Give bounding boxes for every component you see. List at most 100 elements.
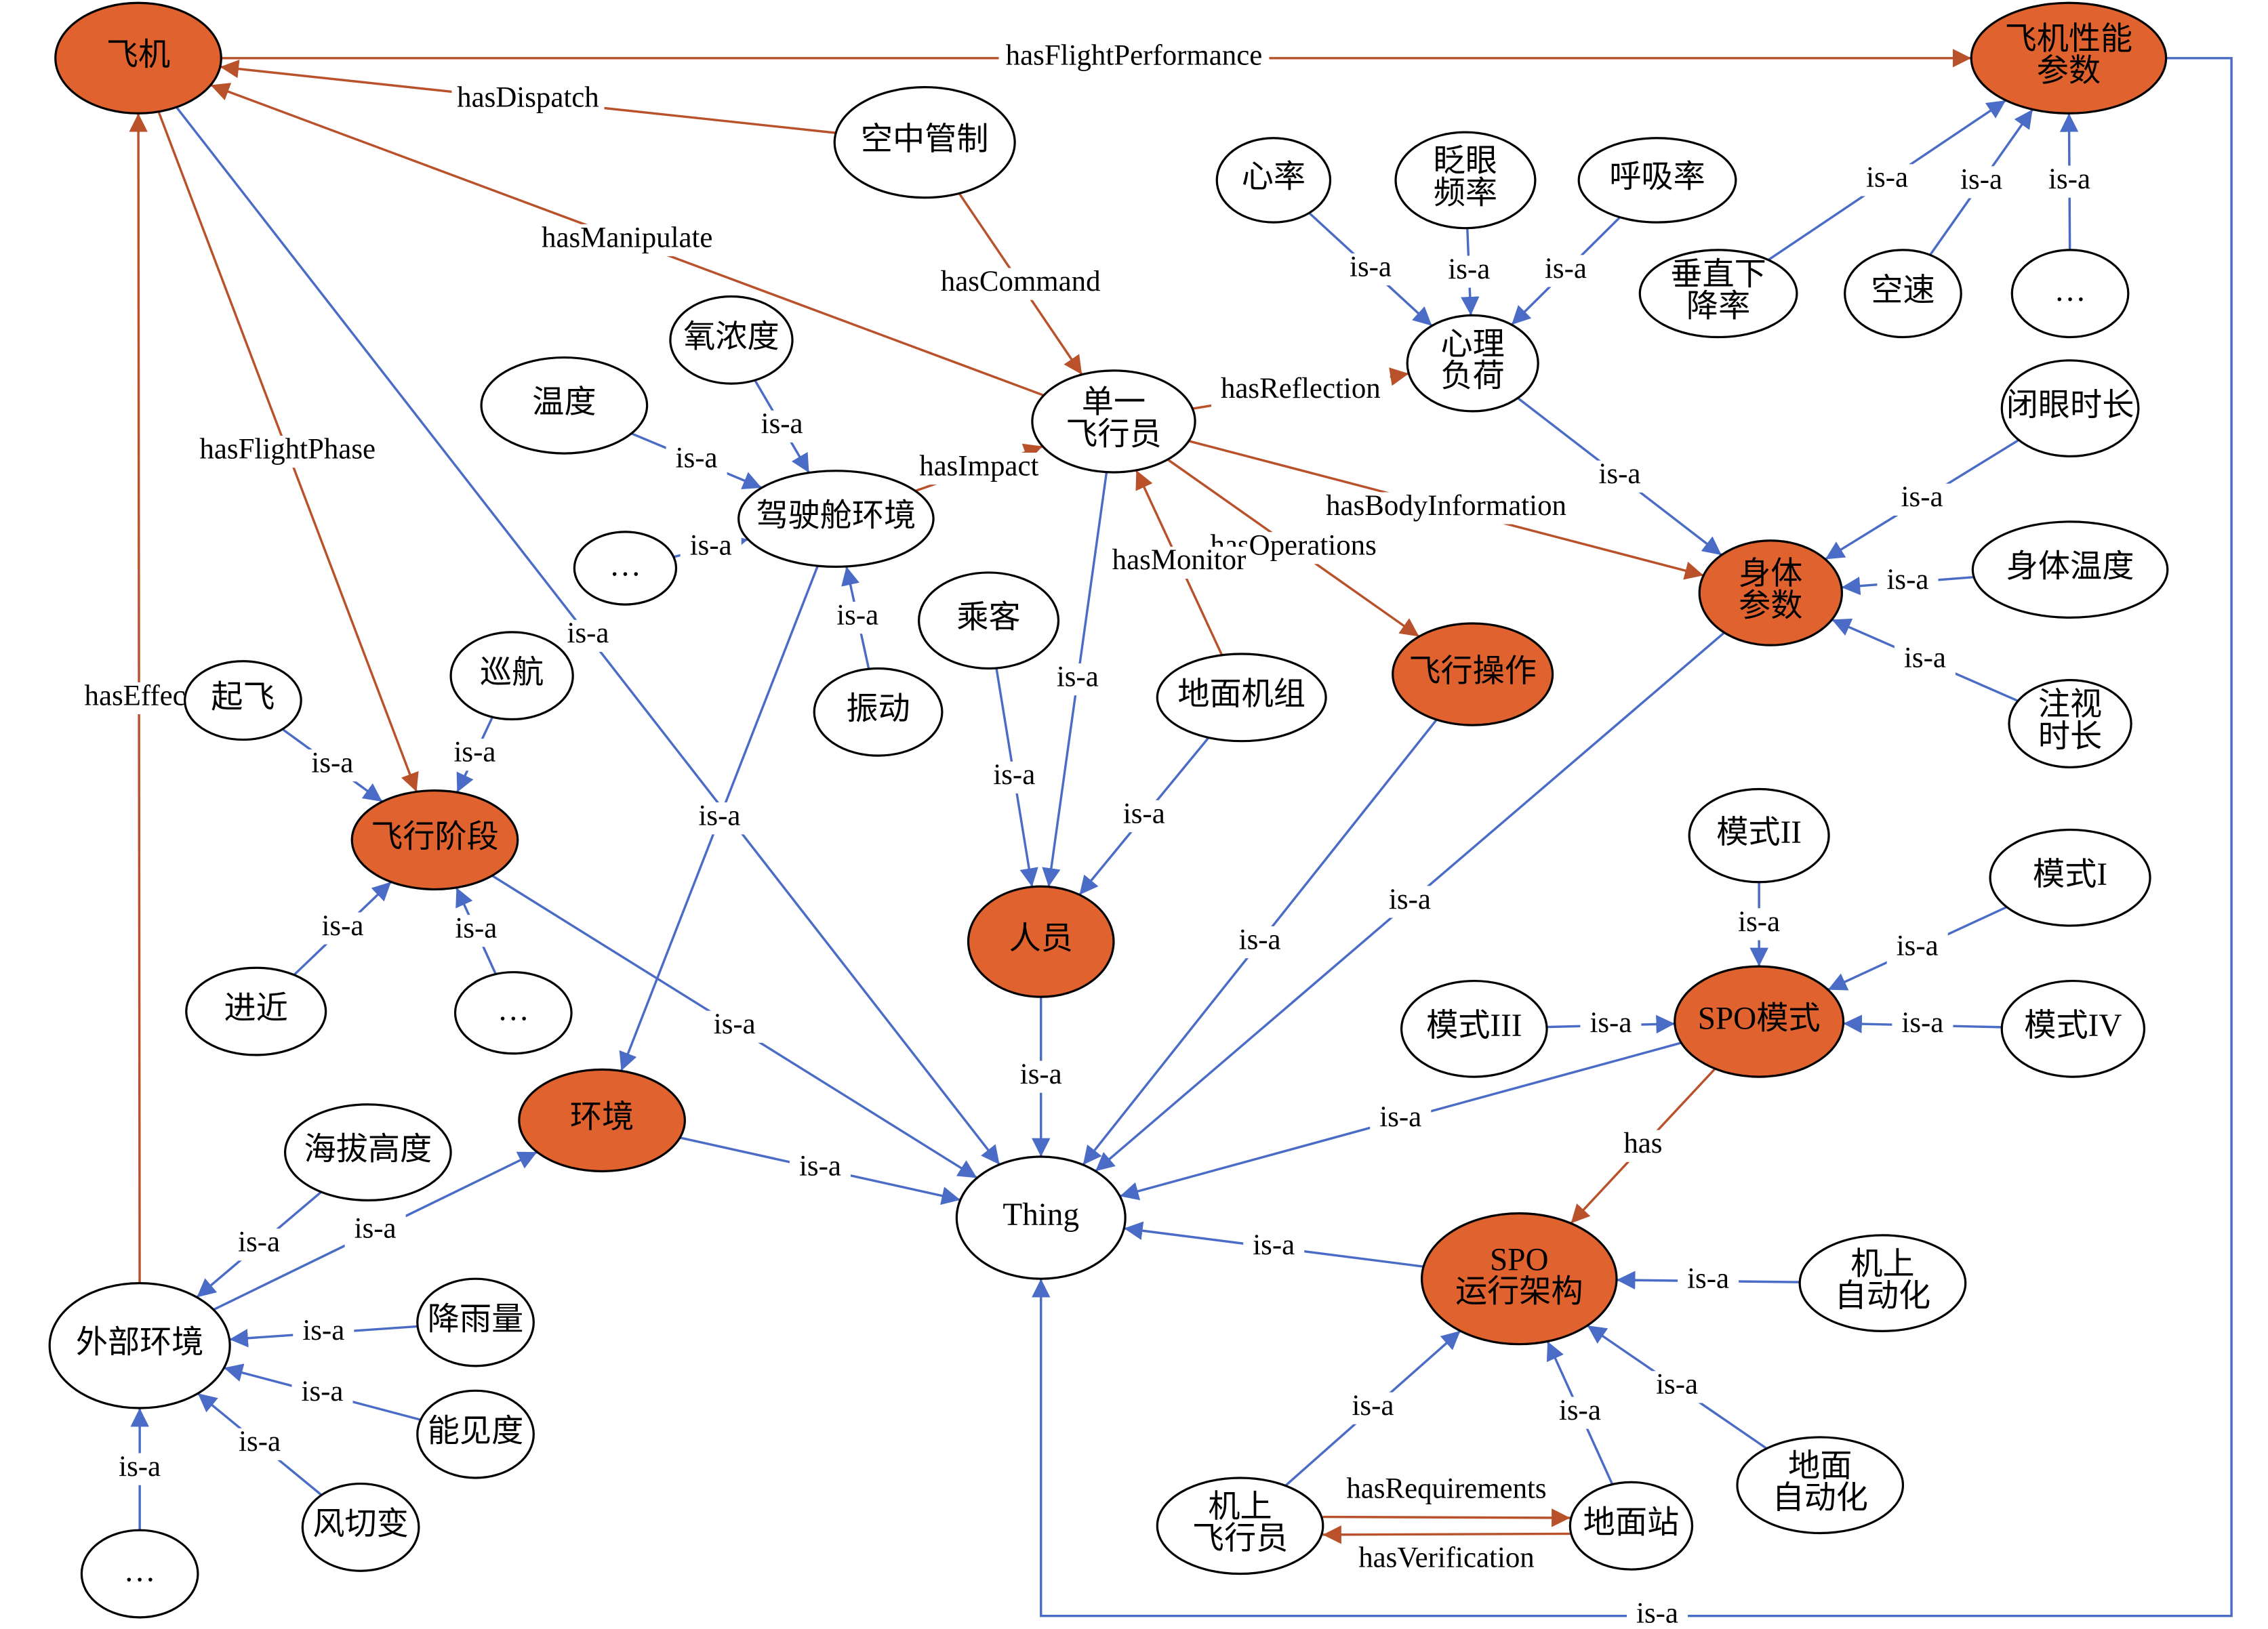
edge-label-background: [1229, 926, 1291, 959]
node-mode-4: 模式IV: [2000, 979, 2146, 1078]
node-label: 模式II: [1716, 815, 1802, 850]
edge-label-background: [1877, 566, 1939, 598]
isa-edge-aircraft-performance-to-thing: [1032, 57, 2233, 1617]
node-label: 呼吸率: [1609, 160, 1705, 195]
edge-label-background: [689, 802, 750, 835]
node-cockpit-env: 驾驶舱环境: [737, 470, 935, 568]
edge-label-is-a: is-a: [1352, 1390, 1394, 1422]
node-ellipse: [1844, 249, 1962, 339]
node-temperature: 温度: [480, 356, 649, 455]
edge-label-background: [1891, 483, 1953, 516]
node-visibility: 能见度: [416, 1389, 535, 1479]
edge-label-is-a: is-a: [1253, 1229, 1295, 1261]
edge-label-is-a: is-a: [302, 1315, 344, 1346]
node-ellipse: [185, 966, 327, 1056]
node-ellipse: [283, 1103, 452, 1201]
node-cockpit-more: …: [573, 531, 678, 606]
node-ellipse: [2010, 249, 2130, 339]
edge-label-hascommand: hasCommand: [941, 266, 1101, 297]
edge-label-background: [984, 761, 1045, 793]
edge-label-haseffect: hasEffect: [85, 680, 194, 712]
node-mode-3: 模式III: [1400, 979, 1548, 1078]
edge-label-background: [998, 42, 1270, 75]
node-ellipse: [1215, 137, 1332, 224]
edge-label-is-a: is-a: [836, 599, 878, 631]
node-label: 自动化: [1835, 1279, 1930, 1314]
edge-label-background: [2039, 165, 2101, 198]
edge-label-is-a: is-a: [1901, 481, 1943, 513]
node-label: 降雨量: [428, 1302, 523, 1337]
node-environment: 环境: [518, 1068, 686, 1173]
node-label: SPO模式: [1698, 1001, 1821, 1036]
edge-label-background: [1619, 1130, 1667, 1162]
edge-label-background: [451, 83, 605, 117]
edge-label-is-a: is-a: [239, 1426, 281, 1458]
node-label: 飞行员: [1066, 417, 1161, 452]
edge-label-background: [1589, 460, 1651, 493]
edge-label-is-a: is-a: [714, 1008, 756, 1040]
edge-label-background: [229, 1428, 291, 1460]
node-label: SPO: [1490, 1242, 1549, 1277]
node-oxygen: 氧浓度: [669, 295, 794, 385]
node-personnel: 人员: [967, 885, 1115, 998]
edge-label-is-a: is-a: [2048, 163, 2090, 195]
node-label: 飞机性能: [2005, 22, 2133, 57]
node-label: 巡航: [480, 655, 544, 690]
edge-label-background: [1339, 253, 1402, 286]
node-label: 闭眼时长: [2006, 388, 2134, 423]
node-eye-closure: 闭眼时长: [2000, 359, 2140, 457]
node-label: …: [609, 548, 641, 583]
node-ellipse: [918, 571, 1060, 670]
node-label: 空速: [1871, 273, 1935, 308]
node-label: 注视: [2038, 687, 2102, 722]
edge-label-is-a: is-a: [119, 1451, 161, 1483]
nodes-layer: 飞机飞机性能参数空中管制心率眨眼频率呼吸率垂直下降率空速…心理负荷单一飞行员氧浓…: [48, 1, 2169, 1619]
node-ellipse: [1568, 1481, 1694, 1571]
edge-label-background: [1894, 644, 1956, 676]
node-takeoff: 起飞: [184, 660, 302, 741]
edge-label-background: [312, 912, 373, 945]
edge-label-is-a: is-a: [1904, 642, 1946, 674]
node-ellipse: [350, 789, 519, 891]
node-label: 氧浓度: [683, 320, 779, 355]
edge-label-is-a: is-a: [1897, 930, 1939, 962]
node-ellipse: [2000, 359, 2140, 457]
node-ellipse: [1638, 249, 1798, 339]
node-label: 身体温度: [2006, 549, 2134, 584]
edge-label-hasflightperformance: hasFlightPerformance: [1006, 40, 1263, 72]
node-label: 心率: [1242, 160, 1305, 195]
edge-label-is-a: is-a: [698, 800, 740, 832]
node-ellipse: [1156, 653, 1327, 743]
edge-label-hasmonitor: hasMonitor: [1112, 544, 1247, 576]
edge-label-hasimpact: hasImpact: [919, 450, 1038, 482]
node-ellipse: [184, 660, 302, 741]
node-label: 起飞: [211, 680, 275, 715]
node-ellipse: [1674, 965, 1845, 1078]
node-ellipse: [518, 1068, 686, 1173]
edge-label-is-a: is-a: [302, 1376, 344, 1407]
node-label: 飞机: [106, 38, 170, 73]
edge-label-background: [1626, 1600, 1688, 1629]
edge-label-background: [1343, 1544, 1550, 1577]
node-ellipse: [813, 667, 944, 757]
edge-label-is-a: is-a: [355, 1212, 397, 1244]
edge-label-hasdispatch: hasDispatch: [457, 81, 599, 113]
node-label: 时长: [2038, 719, 2102, 754]
edge-label-is-a: is-a: [238, 1226, 280, 1258]
node-label: 地面机组: [1177, 677, 1305, 712]
node-cruise: 巡航: [449, 631, 574, 721]
edge-label-background: [680, 532, 742, 564]
node-ellipse: [1736, 1436, 1905, 1535]
edge-label-background: [1047, 663, 1108, 696]
edge-label-background: [444, 739, 506, 771]
node-ground-station: 地面站: [1568, 1481, 1694, 1571]
edge-label-hasmanipulate: hasManipulate: [542, 222, 712, 253]
edge-label-is-a: is-a: [321, 910, 363, 942]
node-ellipse: [1989, 828, 2151, 927]
edge-label-is-a: is-a: [454, 737, 496, 768]
node-wind-shear: 风切变: [301, 1482, 420, 1572]
